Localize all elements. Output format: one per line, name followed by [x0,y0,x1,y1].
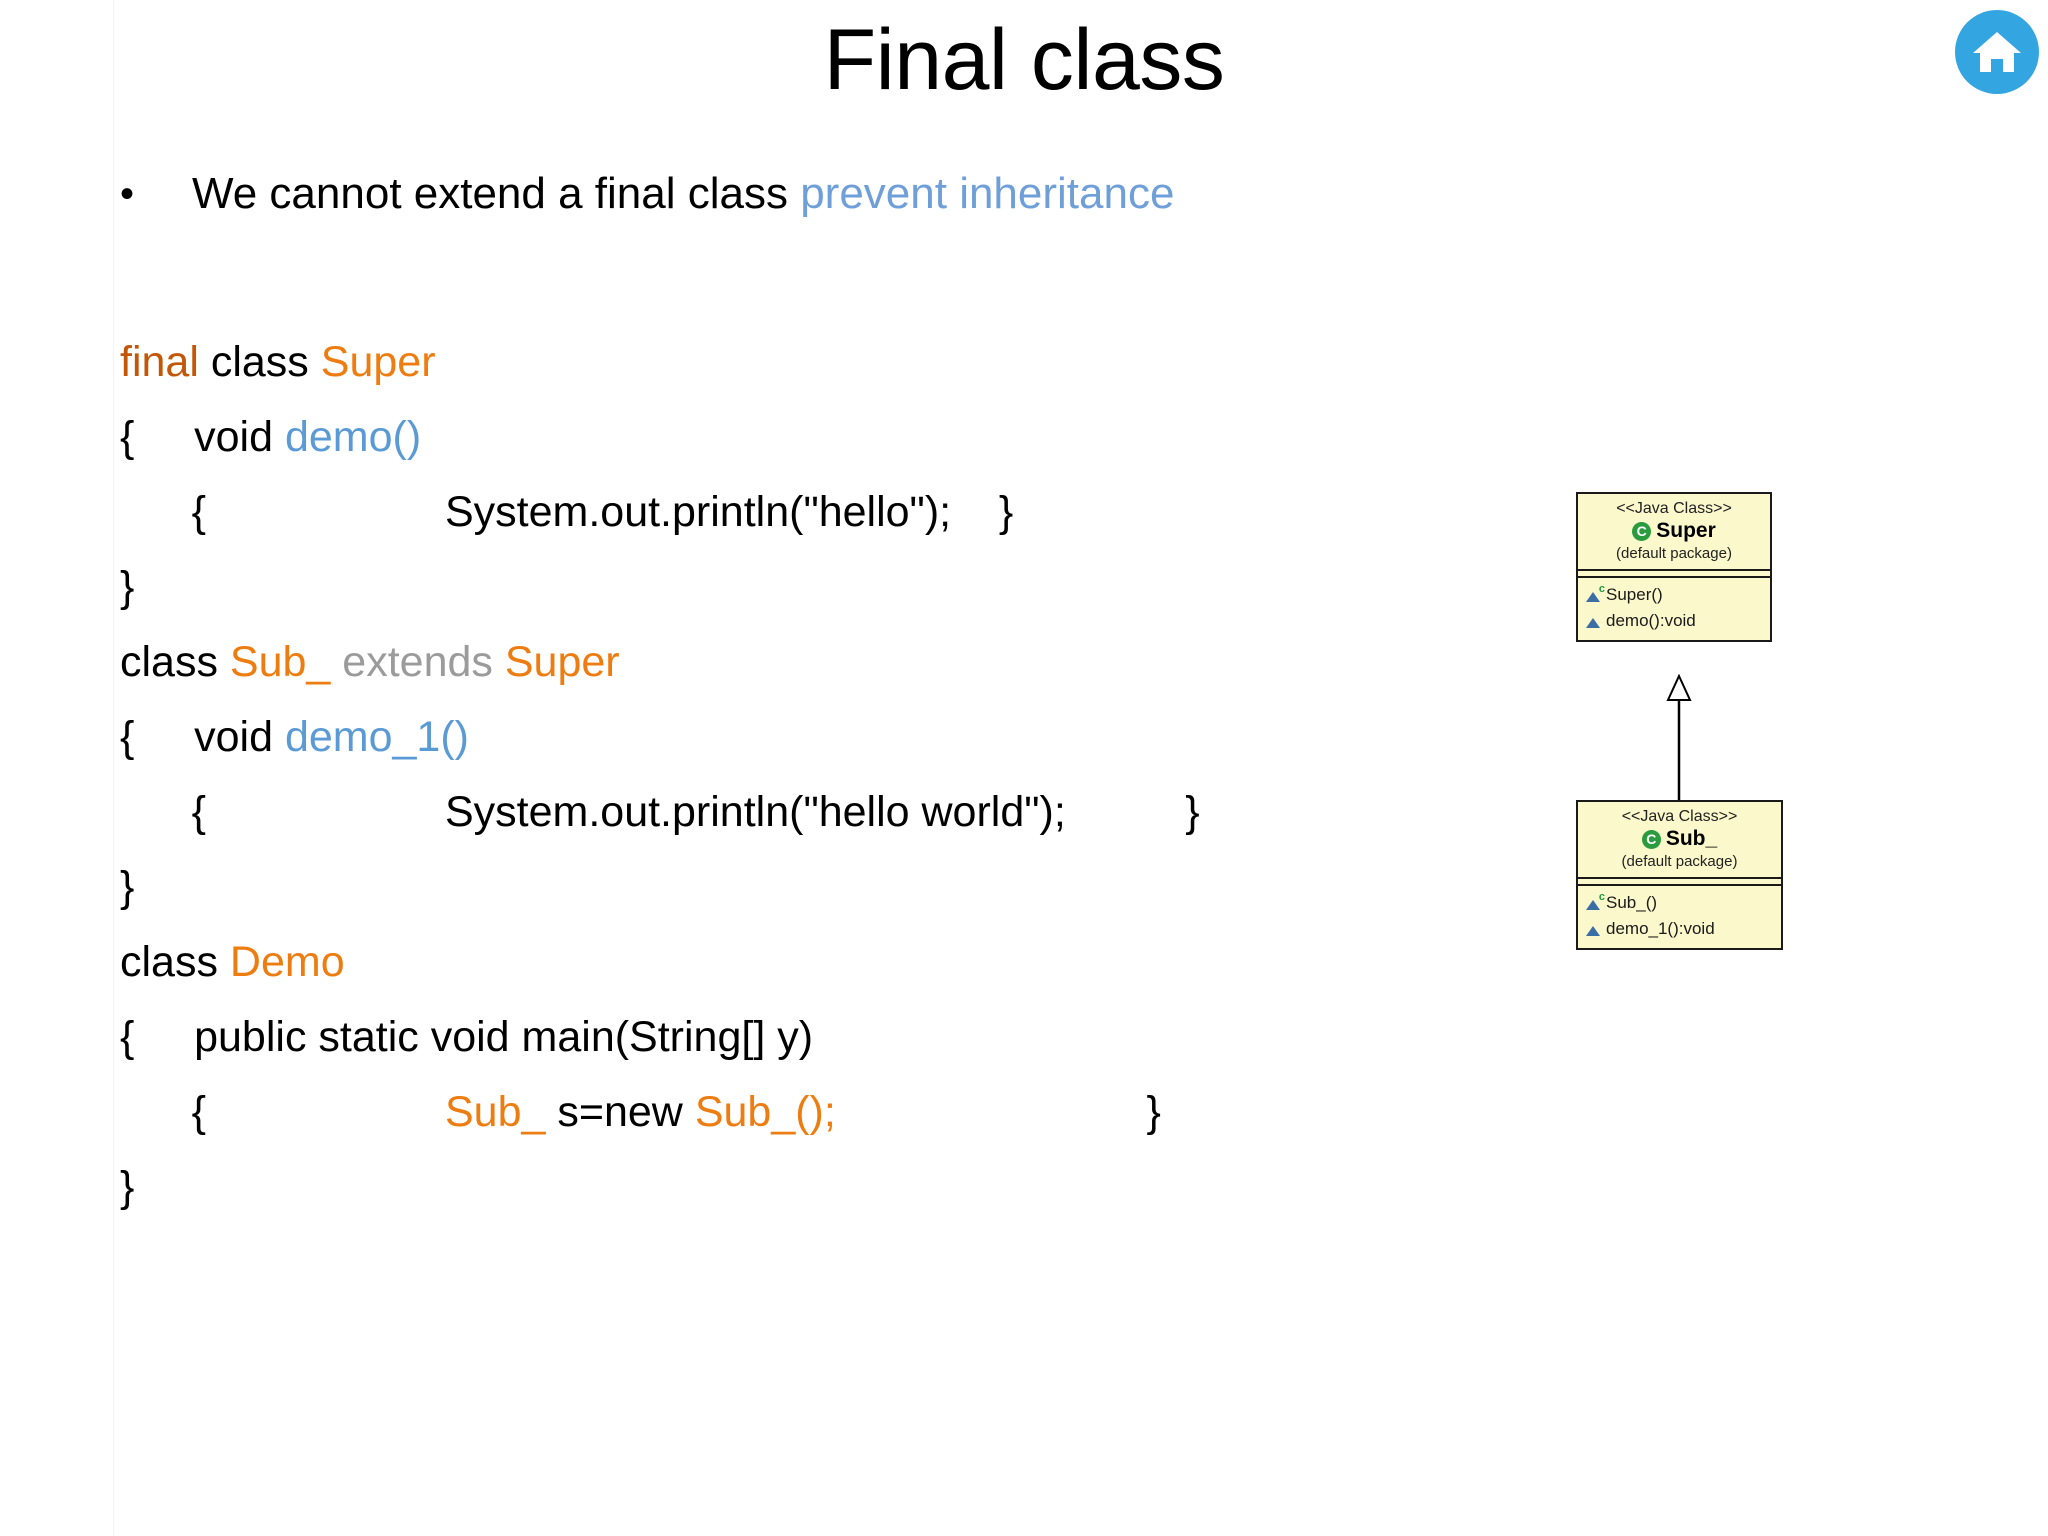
uml-classname-sub: C Sub_ [1578,826,1781,852]
code-line-l11: { Sub_ s=new Sub_(); } [120,1075,1520,1150]
code-token: { [120,1088,445,1136]
code-token: class [120,638,230,686]
code-token: Sub_ [229,638,331,686]
code-token: demo_1() [284,713,469,761]
code-token: Super [504,638,620,686]
uml-member: demo_1():void [1584,916,1781,942]
uml-classname-text-super: Super [1656,519,1716,542]
code-token: Super [320,338,436,386]
uml-header-super: <<Java Class>> C Super (default package) [1578,494,1770,569]
code-line-l10: { public static void main(String[] y) [120,1000,1520,1075]
public-method-icon: c [1584,583,1605,604]
code-line-l12: } [120,1150,1520,1225]
uml-divider [1578,569,1770,571]
uml-package-super: (default package) [1616,545,1732,562]
code-token: } [120,1163,135,1211]
code-token: demo() [284,413,422,461]
class-badge-icon: C [1632,521,1652,541]
code-token: { public static void main(String[] y) [120,1013,814,1061]
bullet-accent-text: prevent inheritance [800,169,1175,218]
uml-stereotype-super: <<Java Class>> [1616,500,1732,517]
uml-class-diagram: <<Java Class>> C Super (default package)… [1576,492,1816,1032]
code-token: } [120,863,135,911]
code-token: class [198,338,321,386]
uml-classname-super: C Super [1578,518,1770,544]
uml-divider [1578,877,1781,879]
code-line-l8: } [120,850,1520,925]
code-token: Sub_ [444,1088,546,1136]
uml-member-label: Sub_() [1606,893,1658,912]
code-token: { System.out.println("hello world"); } [120,788,1200,836]
code-line-l9: class Demo [120,925,1520,1000]
uml-member: c Super() [1584,582,1770,608]
public-method-icon [1584,920,1604,938]
code-block: final class Super{ void demo() { System.… [120,325,1520,1225]
uml-methods-compartment-super: c Super() demo():void [1578,578,1770,640]
code-token: { void [120,413,285,461]
generalization-arrow-icon [1666,674,1692,802]
uml-member: demo():void [1584,608,1770,634]
code-line-l2: { void demo() [120,400,1520,475]
public-method-icon [1584,612,1604,630]
bullet-text: We cannot extend a final class [192,169,801,218]
uml-member-label: Super() [1606,585,1663,604]
uml-member: c Sub_() [1584,890,1781,916]
uml-attributes-compartment [1578,879,1781,884]
code-line-l7: { System.out.println("hello world"); } [120,775,1520,850]
code-line-l4: } [120,550,1520,625]
code-token: extends [330,638,505,686]
code-line-l3: { System.out.println("hello"); } [120,475,1520,550]
uml-class-box-super[interactable]: <<Java Class>> C Super (default package)… [1576,492,1772,642]
code-token: s=new [545,1088,695,1136]
constructor-superscript: c [1598,583,1605,595]
code-line-l6: { void demo_1() [120,700,1520,775]
code-token: final [120,338,199,386]
uml-attributes-compartment [1578,571,1770,576]
uml-member-label: demo_1():void [1606,919,1715,938]
code-token: { void [120,713,285,761]
code-token: { System.out.println("hello"); } [120,488,1014,536]
code-line-l5: class Sub_ extends Super [120,625,1520,700]
uml-header-sub: <<Java Class>> C Sub_ (default package) [1578,802,1781,877]
code-token: } [120,563,135,611]
left-divider-rule [113,0,114,1536]
public-method-icon: c [1584,891,1605,912]
uml-member-label: demo():void [1606,611,1696,630]
class-badge-icon: C [1641,829,1661,849]
bullet-line: • We cannot extend a final class prevent … [120,165,1520,223]
code-token: class [120,938,230,986]
page-title: Final class [823,12,1225,108]
uml-methods-compartment-sub: c Sub_() demo_1():void [1578,886,1781,948]
constructor-superscript: c [1598,891,1605,903]
code-token: Demo [229,938,345,986]
bullet-marker: • [120,172,135,216]
uml-stereotype-sub: <<Java Class>> [1621,808,1738,825]
uml-divider [1578,884,1781,886]
uml-package-sub: (default package) [1621,853,1738,870]
uml-class-box-sub[interactable]: <<Java Class>> C Sub_ (default package) … [1576,800,1783,950]
code-token: } [835,1088,1161,1136]
code-line-l1: final class Super [120,325,1520,400]
home-icon[interactable] [1955,10,2039,94]
uml-divider [1578,576,1770,578]
code-token: Sub_(); [694,1088,836,1136]
uml-classname-text-sub: Sub_ [1665,827,1718,850]
